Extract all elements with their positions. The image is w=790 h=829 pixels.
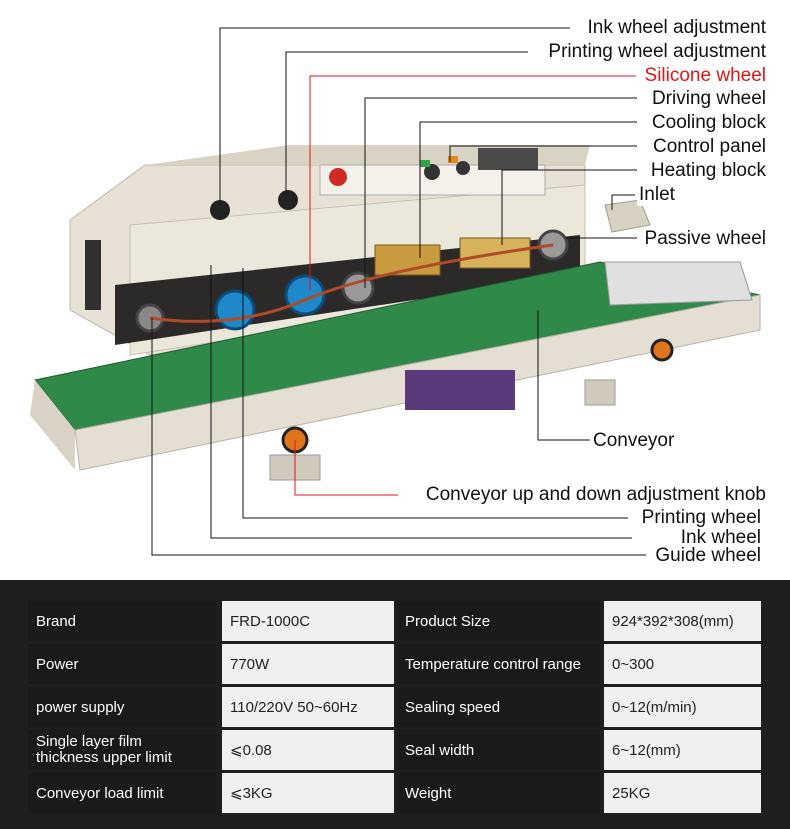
- callout-printing-wheel: Printing wheel: [639, 507, 763, 529]
- callout-cooling-block: Cooling block: [649, 112, 768, 134]
- spec-value-sealing-speed: 0~12(m/min): [604, 687, 761, 727]
- silicone-wheel-left: [214, 289, 256, 331]
- conveyor-tray: [604, 261, 753, 306]
- callout-conveyor-knob: Conveyor up and down adjustment knob: [423, 484, 768, 506]
- emergency-button: [329, 168, 347, 186]
- leader-conveyor: [537, 310, 590, 441]
- spec-label-film-thickness: Single layer film thickness upper limit: [28, 730, 216, 770]
- spec-table: Brand FRD-1000C Product Size 924*392*308…: [0, 580, 790, 829]
- leader-heating-block: [501, 169, 637, 245]
- spec-label-conveyor-load: Conveyor load limit: [28, 773, 216, 813]
- leader-conveyor-knob: [294, 440, 398, 496]
- spec-value-seal-width: 6~12(mm): [604, 730, 761, 770]
- drive-belt: [149, 243, 554, 323]
- spec-label-temperature-range: Temperature control range: [397, 644, 600, 684]
- spec-value-power: 770W: [222, 644, 394, 684]
- callout-passive-wheel: Passive wheel: [642, 228, 768, 250]
- callout-driving-wheel: Driving wheel: [649, 88, 768, 110]
- leader-printing-wheel: [242, 268, 628, 519]
- spec-label-brand: Brand: [28, 601, 216, 641]
- spec-value-brand: FRD-1000C: [222, 601, 394, 641]
- leader-driving-wheel: [364, 97, 637, 288]
- panel-knob: [456, 161, 470, 175]
- callout-ink-wheel: Ink wheel: [678, 527, 763, 549]
- leader-control-panel: [449, 145, 637, 162]
- display-screen: [478, 148, 538, 170]
- leader-silicone-wheel: [309, 75, 636, 290]
- conveyor-frame: [30, 380, 75, 470]
- callout-ink-wheel-adjustment: Ink wheel adjustment: [585, 17, 768, 39]
- conveyor-knob-rear: [650, 338, 674, 362]
- spec-value-power-supply: 110/220V 50~60Hz: [222, 687, 394, 727]
- spec-label-weight: Weight: [397, 773, 600, 813]
- spec-value-film-thickness: ⩽0.08: [222, 730, 394, 770]
- leader-inlet: [611, 194, 635, 210]
- callout-conveyor: Conveyor: [591, 430, 677, 452]
- spec-label-sealing-speed: Sealing speed: [397, 687, 600, 727]
- leader-cooling-block: [419, 121, 637, 258]
- callout-heating-block: Heating block: [648, 160, 768, 182]
- spec-label-product-size: Product Size: [397, 601, 600, 641]
- panel-switch: [420, 160, 430, 167]
- spec-value-product-size: 924*392*308(mm): [604, 601, 761, 641]
- callout-control-panel: Control panel: [650, 136, 768, 158]
- spec-value-conveyor-load: ⩽3KG: [222, 773, 394, 813]
- driving-wheel: [341, 271, 375, 305]
- spec-label-power: Power: [28, 644, 216, 684]
- spec-label-seal-width: Seal width: [397, 730, 600, 770]
- print-adjust-knob: [278, 190, 298, 210]
- panel-knob: [424, 164, 440, 180]
- ink-adjust-knob: [210, 200, 230, 220]
- leader-guide-wheel: [151, 318, 646, 556]
- leader-printing-wheel-adjustment: [285, 51, 528, 195]
- leader-ink-wheel-adjustment: [219, 27, 570, 205]
- callout-printing-wheel-adjustment: Printing wheel adjustment: [546, 41, 768, 63]
- spec-value-weight: 25KG: [604, 773, 761, 813]
- callout-silicone-wheel: Silicone wheel: [642, 65, 768, 87]
- leader-ink-wheel: [210, 265, 632, 539]
- machine-diagram: [30, 27, 761, 556]
- callout-inlet: Inlet: [637, 184, 677, 206]
- spec-label-power-supply: power supply: [28, 687, 216, 727]
- inlet-plate: [604, 199, 651, 233]
- conveyor-foot: [584, 379, 616, 406]
- side-vent: [85, 240, 101, 310]
- nameplate: [405, 370, 515, 410]
- panel-switch: [448, 156, 458, 163]
- callout-guide-wheel: Guide wheel: [653, 545, 763, 567]
- spec-value-temperature-range: 0~300: [604, 644, 761, 684]
